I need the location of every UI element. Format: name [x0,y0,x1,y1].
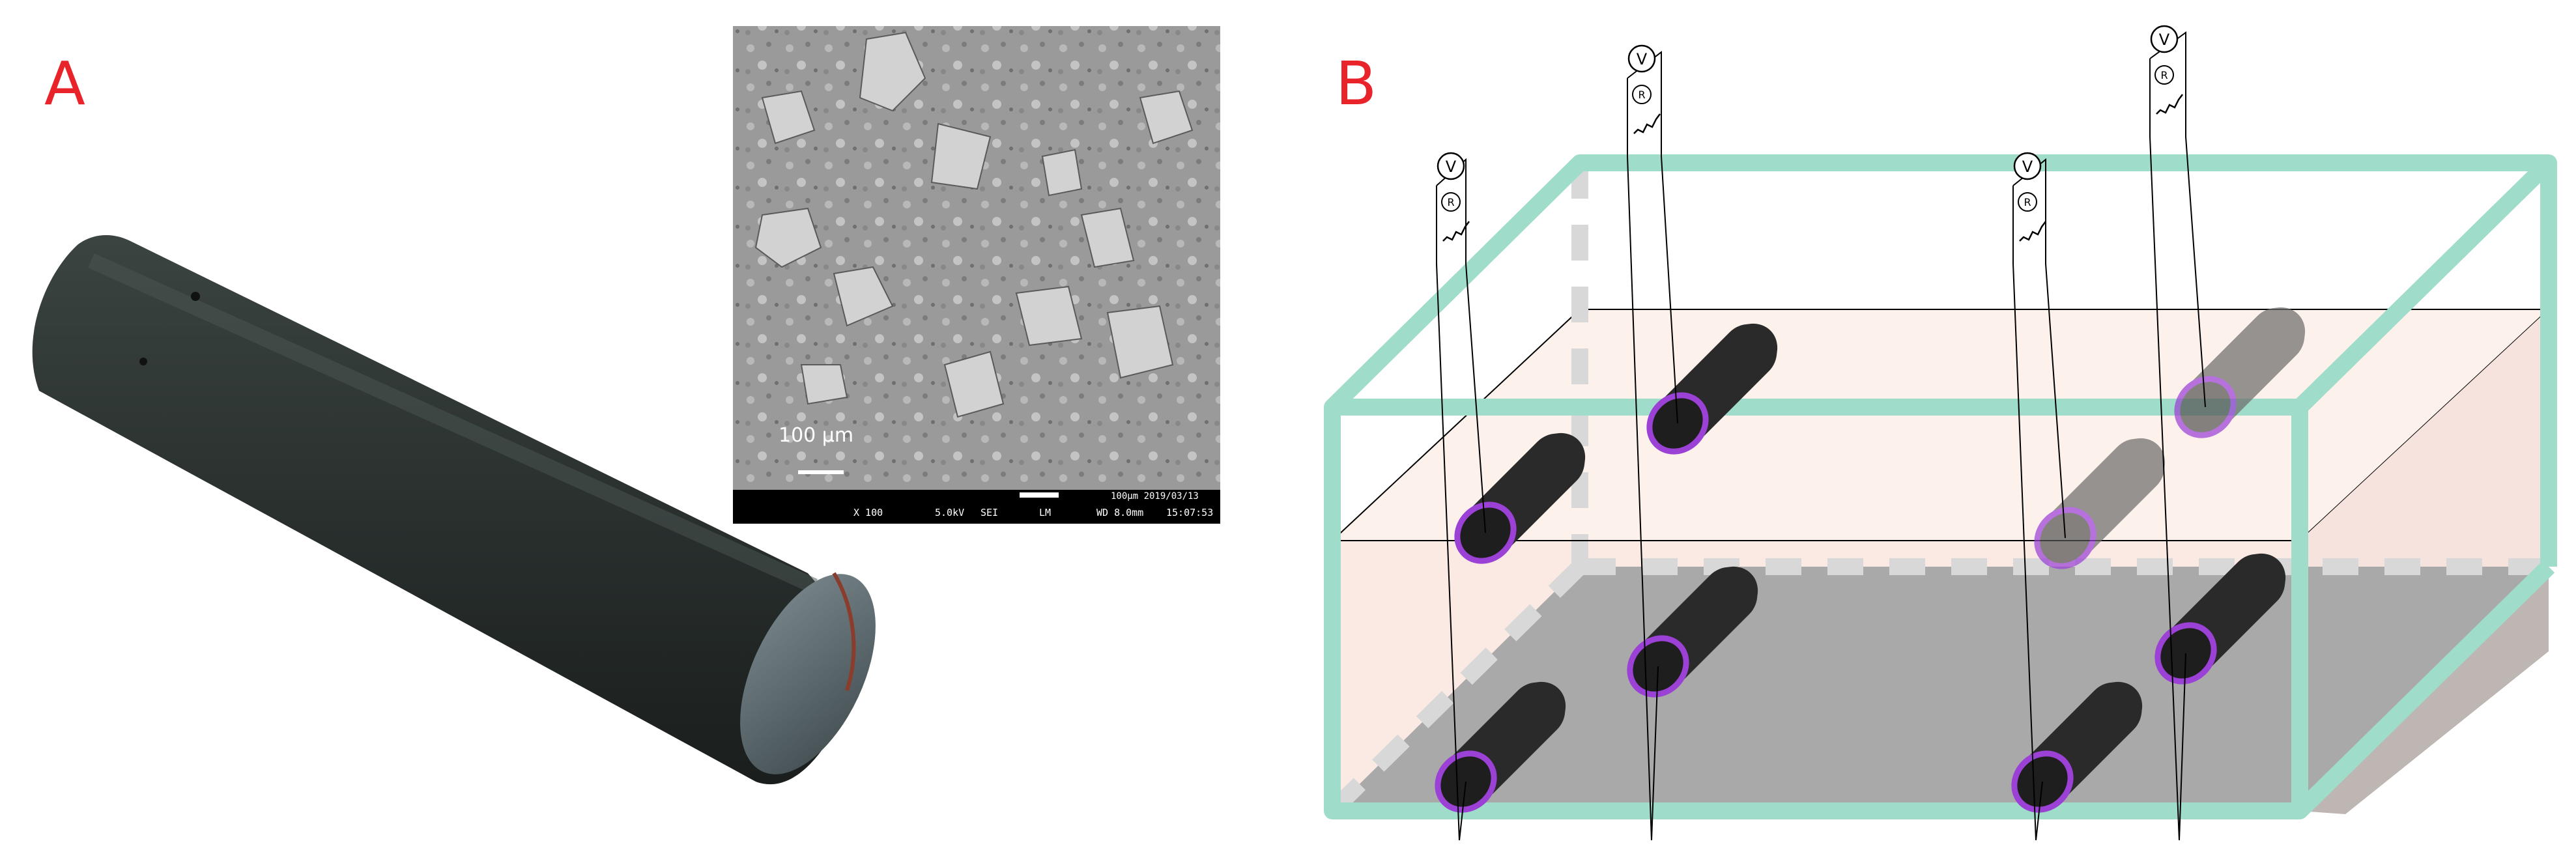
graphite-rod-photo [32,234,876,785]
electrode-1 [1454,432,1586,564]
voltmeter-icon [2013,152,2042,180]
resistor-icon [1632,85,1652,104]
resistor-icon [2018,192,2037,212]
sem-info-bar [733,490,1220,524]
resistor-icon [1441,192,1461,212]
voltmeter-label: V [2022,158,2033,176]
resistor-label: R [1447,196,1454,208]
sem-info-mode: LM [1039,507,1051,518]
resistor-label: R [1638,89,1645,101]
sem-info-magnification: X 100 [853,507,883,518]
sem-scale-bar [798,470,844,474]
sem-micrograph: 100 μm 100μm 2019/03/13 X 100 5.0kV SEI … [733,26,1220,524]
sem-info-detector: SEI [980,507,998,518]
panel-a-label: A [44,49,85,119]
electrode-2 [1646,323,1778,455]
tank-bottom-right-edge [2293,560,2555,817]
electrode-6 [2154,553,2286,685]
voltmeter-label: V [2159,31,2170,49]
resistor-icon [2154,65,2174,85]
rod-end-cap [740,574,876,774]
panel-b-label: B [1336,49,1377,119]
voltmeter-label: V [1446,158,1457,176]
measurement-circuit-4: VR [2149,25,2206,841]
measurement-circuit-2: VR [1627,44,1678,841]
resistor-label: R [2160,69,2168,81]
sem-info-time: 15:07:53 [1166,507,1213,518]
resistor-label: R [2024,196,2031,208]
voltmeter-label: V [1637,50,1648,68]
voltmeter-icon [2150,25,2179,53]
sem-info-scale-date: 100μm 2019/03/13 [1111,491,1199,502]
measurement-circuit-1: VR [1436,152,1486,841]
voltmeter-icon [1627,44,1656,73]
electrode-5 [1627,566,1758,698]
sem-scale-label: 100 μm [779,424,853,447]
measurement-circuit-3: VR [2012,152,2066,841]
sem-info-voltage: 5.0kV [935,507,964,518]
electrodes [1435,307,2306,813]
tank-top-edges [1326,154,2557,414]
sem-info-working-distance: WD 8.0mm [1096,507,1143,518]
voltmeter-icon [1437,152,1465,180]
